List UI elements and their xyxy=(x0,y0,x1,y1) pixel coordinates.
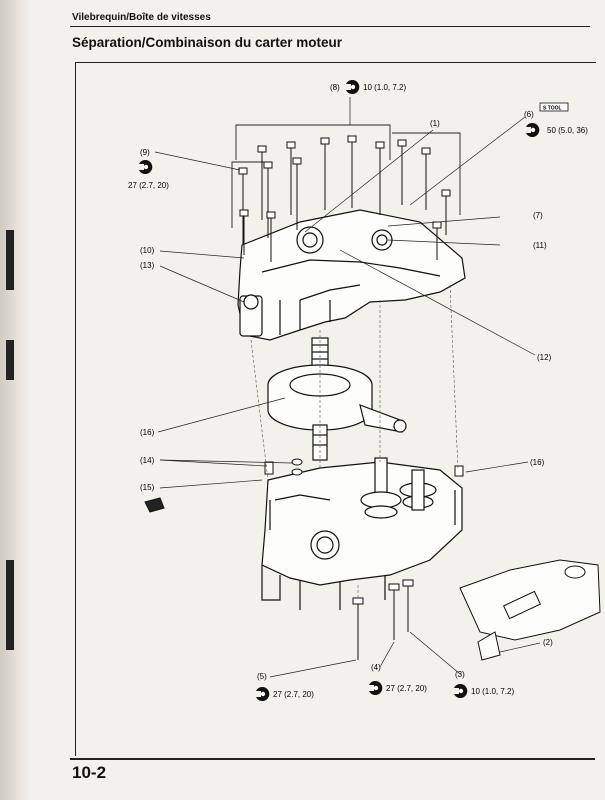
starter-motor-inset xyxy=(459,559,601,661)
callout-3: (3) xyxy=(455,670,465,679)
callout-8: (8) xyxy=(330,83,340,92)
torque-wrench-icon xyxy=(346,80,360,94)
binding-mark xyxy=(6,230,14,290)
torque-4: 27 (2.7, 20) xyxy=(386,684,427,693)
lower-crankcase xyxy=(261,457,463,610)
torque-5: 27 (2.7, 20) xyxy=(273,690,314,699)
callout-10: (10) xyxy=(140,246,155,255)
torque-8: 10 (1.0, 7.2) xyxy=(363,83,406,92)
callout-14: (14) xyxy=(140,456,155,465)
section-header: Vilebrequin/Boîte de vitesses xyxy=(72,12,211,23)
leader-lines xyxy=(154,97,541,678)
callout-7: (7) xyxy=(533,211,543,220)
binding-edge xyxy=(0,0,30,800)
callout-2: (2) xyxy=(543,638,553,647)
callout-labels: (8) (1) (6) (9) (7) (10) (11) (13) (12) … xyxy=(140,83,553,681)
torque-9: 27 (2.7, 20) xyxy=(128,181,169,190)
callout-4: (4) xyxy=(371,663,381,672)
callout-1: (1) xyxy=(430,119,440,128)
torque-wrench-icon xyxy=(369,681,383,695)
sealant-tube-icon xyxy=(144,497,165,513)
callout-5: (5) xyxy=(257,672,267,681)
callout-11: (11) xyxy=(533,241,547,250)
binding-mark xyxy=(6,560,14,650)
crankshaft xyxy=(267,337,407,461)
upper-crankcase xyxy=(237,209,466,341)
upper-bolts xyxy=(238,135,451,262)
callout-12: (12) xyxy=(537,353,552,362)
special-tool-tag xyxy=(539,102,569,112)
page-number: 10-2 xyxy=(72,763,107,782)
torque-wrench-icon xyxy=(256,687,270,701)
torque-wrench-icon xyxy=(454,684,468,698)
page-title: Séparation/Combinaison du carter moteur xyxy=(72,35,343,50)
torque-6: 50 (5.0, 36) xyxy=(547,126,588,135)
callout-9: (9) xyxy=(140,148,150,157)
torque-specs: 10 (1.0, 7.2) S TOOL 50 (5.0, 36) 27 (2.… xyxy=(128,80,588,701)
figure-frame xyxy=(75,62,596,756)
header-rule xyxy=(70,26,590,27)
assembly-lines xyxy=(250,284,459,600)
lower-bolts xyxy=(352,579,414,660)
binding-mark xyxy=(6,340,14,380)
callout-16: (16) xyxy=(530,458,545,467)
torque-wrench-icon xyxy=(526,123,540,137)
torque-wrench-icon xyxy=(139,160,153,174)
gear-cluster xyxy=(360,457,437,519)
special-tool-label: S TOOL xyxy=(543,106,562,112)
callout-16: (16) xyxy=(140,428,155,437)
bolt-group-brackets xyxy=(231,124,461,228)
callout-13: (13) xyxy=(140,261,155,270)
footer-rule xyxy=(70,758,595,760)
dowel-pins xyxy=(264,458,464,477)
torque-3: 10 (1.0, 7.2) xyxy=(471,687,514,696)
callout-6: (6) xyxy=(524,110,534,119)
callout-15: (15) xyxy=(140,483,155,492)
